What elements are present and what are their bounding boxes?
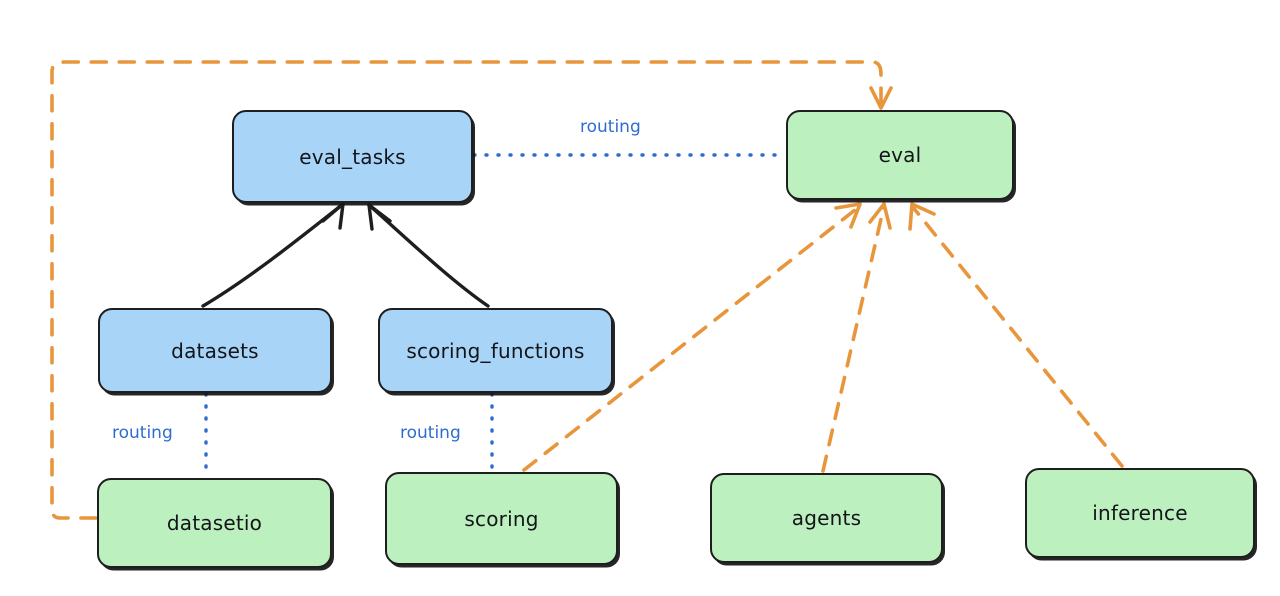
node-inference[interactable]: inference: [1025, 468, 1255, 558]
node-label: inference: [1092, 501, 1188, 525]
node-datasetio[interactable]: datasetio: [97, 478, 332, 568]
edge-agents-to-eval: [821, 202, 892, 473]
edge-inference-to-eval: [908, 202, 1124, 468]
edge-label-routing-datasets-datasetio: routing: [112, 423, 173, 443]
edge-label-routing-eval_tasks-eval: routing: [580, 117, 641, 137]
node-label: eval: [878, 143, 922, 167]
node-label: datasetio: [166, 511, 263, 535]
node-label: scoring_functions: [406, 338, 585, 363]
node-label: scoring: [464, 506, 539, 531]
edge-label-routing-scoring_functions-scoring: routing: [400, 423, 461, 443]
edge-scoring_functions-to-eval_tasks: [367, 203, 490, 308]
node-scoring[interactable]: scoring: [385, 472, 618, 565]
node-agents[interactable]: agents: [710, 473, 943, 563]
node-scoring_functions[interactable]: scoring_functions: [378, 308, 613, 393]
edge-datasets-to-eval_tasks: [201, 202, 345, 308]
node-datasets[interactable]: datasets: [98, 308, 332, 393]
node-eval_tasks[interactable]: eval_tasks: [232, 110, 473, 203]
node-label: datasets: [171, 338, 259, 363]
node-label: eval_tasks: [299, 144, 406, 169]
edge-datasetio-to-eval: [50, 60, 893, 520]
edge-scoring-to-eval: [522, 202, 862, 472]
node-eval[interactable]: eval: [786, 110, 1014, 200]
node-label: agents: [791, 506, 862, 530]
